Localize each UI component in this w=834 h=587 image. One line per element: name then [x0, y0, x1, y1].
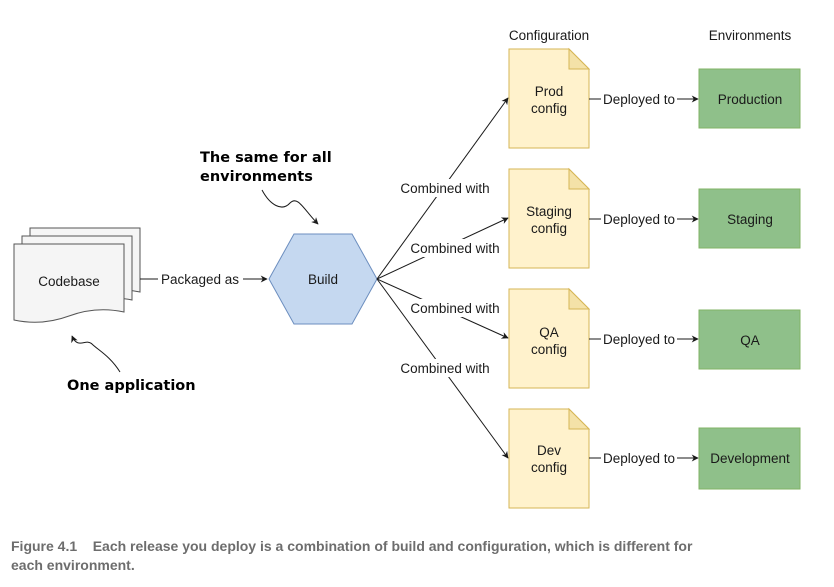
config-dev: Dev config [508, 407, 591, 509]
deployed-to-label-dev: Deployed to [603, 451, 675, 466]
figure-caption-line1: Figure 4.1 Each release you deploy is a … [11, 538, 693, 554]
config-staging: Staging config [508, 167, 591, 269]
combined-with-label-staging: Combined with [410, 241, 499, 256]
config-prod: Prod config [508, 47, 591, 149]
config-staging-line2: config [531, 221, 567, 236]
combined-with-label-qa: Combined with [410, 301, 499, 316]
config-qa: QA config [508, 287, 591, 389]
config-prod-line1: Prod [535, 84, 564, 99]
combined-label-bg-3 [407, 299, 503, 317]
config-dev-line1: Dev [537, 443, 561, 458]
combined-label-bg-4 [398, 359, 492, 377]
same-for-all-line2: environments [200, 169, 313, 185]
one-application-note: One application [67, 378, 196, 394]
config-dev-line2: config [531, 460, 567, 475]
build-node: Build [268, 233, 378, 325]
figure-caption-line2: each environment. [11, 557, 135, 573]
environments-header: Environments [709, 28, 792, 43]
deployed-to-label-qa: Deployed to [603, 332, 675, 347]
environment-development-label: Development [710, 451, 790, 466]
same-for-all-line1: The same for all [200, 150, 332, 166]
configuration-header: Configuration [509, 28, 589, 43]
config-qa-line1: QA [539, 325, 559, 340]
environment-qa: QA [698, 309, 801, 370]
same-for-all-pointer [261, 189, 319, 225]
combined-with-label-prod: Combined with [400, 181, 489, 196]
environment-staging: Staging [698, 188, 801, 249]
one-application-pointer [71, 335, 121, 373]
environment-staging-label: Staging [727, 212, 773, 227]
combined-label-bg-2 [407, 239, 503, 257]
environment-qa-label: QA [740, 333, 760, 348]
environment-production: Production [698, 68, 801, 129]
deployed-to-label-staging: Deployed to [603, 212, 675, 227]
combined-with-label-dev: Combined with [400, 361, 489, 376]
combined-label-bg-1 [398, 179, 492, 197]
deployed-to-label-prod: Deployed to [603, 92, 675, 107]
config-qa-line2: config [531, 342, 567, 357]
packaged-as-label: Packaged as [161, 272, 239, 287]
config-prod-line2: config [531, 101, 567, 116]
codebase-label: Codebase [38, 274, 100, 289]
config-staging-line1: Staging [526, 204, 572, 219]
environment-production-label: Production [718, 92, 783, 107]
codebase-node: Codebase [13, 227, 141, 323]
environment-development: Development [698, 427, 801, 490]
build-label: Build [308, 272, 338, 287]
